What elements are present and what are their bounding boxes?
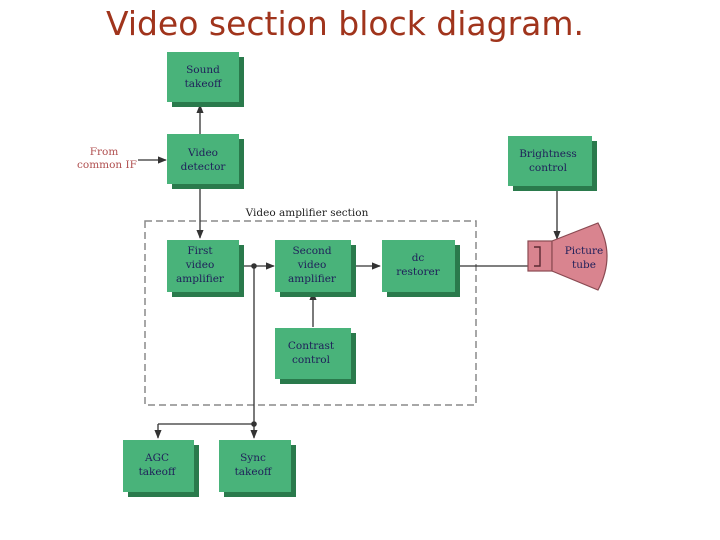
agc-takeoff-block: AGC takeoff bbox=[123, 440, 199, 497]
block-label: takeoff bbox=[139, 466, 177, 478]
block-label: amplifier bbox=[288, 273, 337, 285]
sync-takeoff-block: Sync takeoff bbox=[219, 440, 296, 497]
tube-label: Picture bbox=[565, 245, 604, 257]
video-amplifier-section-box bbox=[144, 220, 477, 406]
second-video-amplifier-block: Second video amplifier bbox=[275, 240, 356, 297]
dc-restorer-block: dc restorer bbox=[382, 240, 460, 297]
block-label: Sync bbox=[240, 452, 266, 464]
slide-title: Video section block diagram. bbox=[105, 4, 585, 43]
block-label: control bbox=[529, 162, 568, 174]
block-label: takeoff bbox=[185, 78, 223, 90]
block-label: detector bbox=[181, 161, 227, 173]
video-amplifier-section-label: Video amplifier section bbox=[245, 207, 369, 219]
block-label: video bbox=[185, 259, 215, 271]
brightness-control-block: Brightness control bbox=[508, 136, 597, 191]
block-label: amplifier bbox=[176, 273, 225, 285]
block-label: Brightness bbox=[519, 148, 577, 160]
block-label: Contrast bbox=[288, 340, 335, 352]
block-label: First bbox=[187, 245, 213, 257]
connection-lines bbox=[138, 104, 561, 439]
junction-dot bbox=[251, 263, 257, 269]
sound-takeoff-block: Sound takeoff bbox=[167, 52, 244, 107]
block-label: control bbox=[292, 354, 331, 366]
block-label: AGC bbox=[144, 452, 169, 464]
block-label: dc bbox=[412, 252, 425, 264]
block-label: Video bbox=[187, 147, 218, 159]
block-label: Second bbox=[292, 245, 331, 257]
input-label-line1: From bbox=[90, 146, 119, 158]
input-label-line2: common IF bbox=[77, 159, 137, 171]
junction-dot bbox=[251, 421, 257, 427]
picture-tube: Picture tube bbox=[527, 222, 608, 291]
video-detector-block: Video detector bbox=[167, 134, 244, 189]
block-label: restorer bbox=[396, 266, 440, 278]
contrast-control-block: Contrast control bbox=[275, 328, 356, 384]
tube-bracket bbox=[534, 246, 541, 267]
block-label: takeoff bbox=[235, 466, 273, 478]
tube-label: tube bbox=[572, 259, 596, 271]
first-video-amplifier-block: First video amplifier bbox=[167, 240, 244, 297]
block-label: video bbox=[297, 259, 327, 271]
tube-bulb bbox=[551, 222, 608, 291]
block-label: Sound bbox=[186, 64, 220, 76]
